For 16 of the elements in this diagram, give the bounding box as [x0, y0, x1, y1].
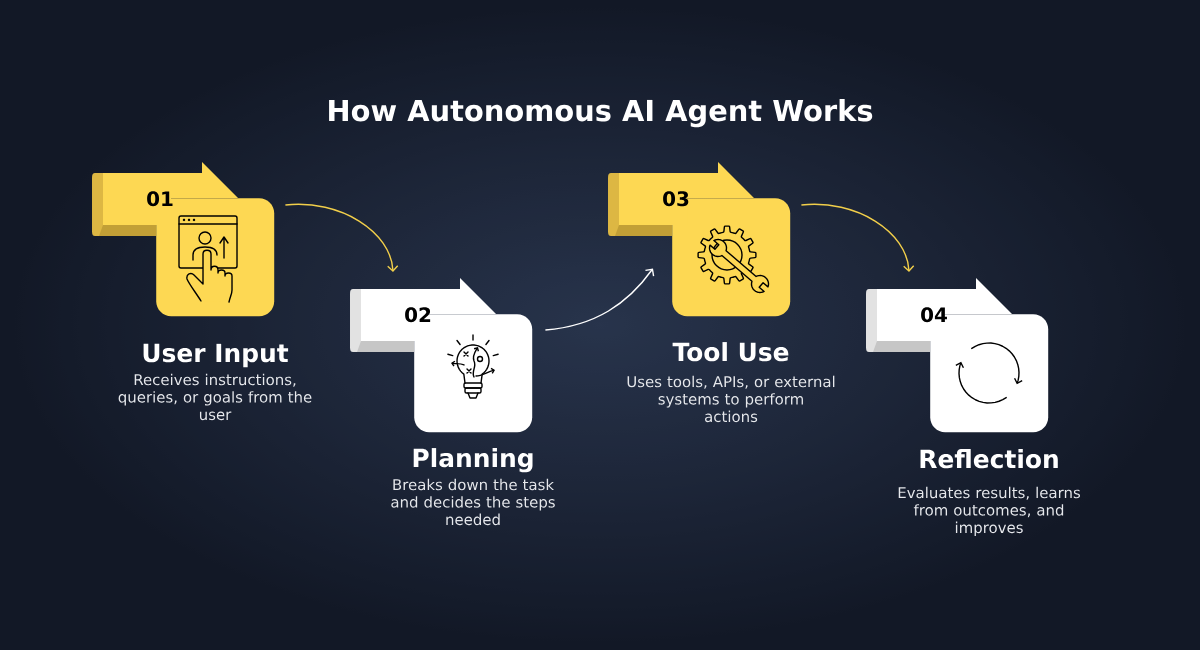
step-title: Planning [413, 448, 533, 473]
number-tab: 01 [92, 162, 238, 236]
curved-arrow [284, 203, 399, 272]
title: How Autonomous AI Agent Works [329, 99, 873, 128]
number-tab: 03 [608, 162, 754, 236]
number-tab: 04 [866, 278, 1012, 352]
step-description: Receives instructions, queries, or goals from the user [118, 373, 312, 421]
step-title: Tool Use [672, 342, 789, 362]
step-title: User Input [143, 343, 289, 368]
number-tab: 02 [350, 278, 496, 352]
curved-arrow [544, 268, 655, 331]
step-description: Breaks down the task and decides the steps needed [391, 478, 555, 526]
step-title: Reflection [920, 449, 1058, 469]
step-description: Uses tools, APIs, or external systems to perform actions [627, 375, 835, 423]
step-description: Evaluates results, learns from outcomes, and improves [898, 486, 1081, 537]
curved-arrow [800, 203, 915, 272]
